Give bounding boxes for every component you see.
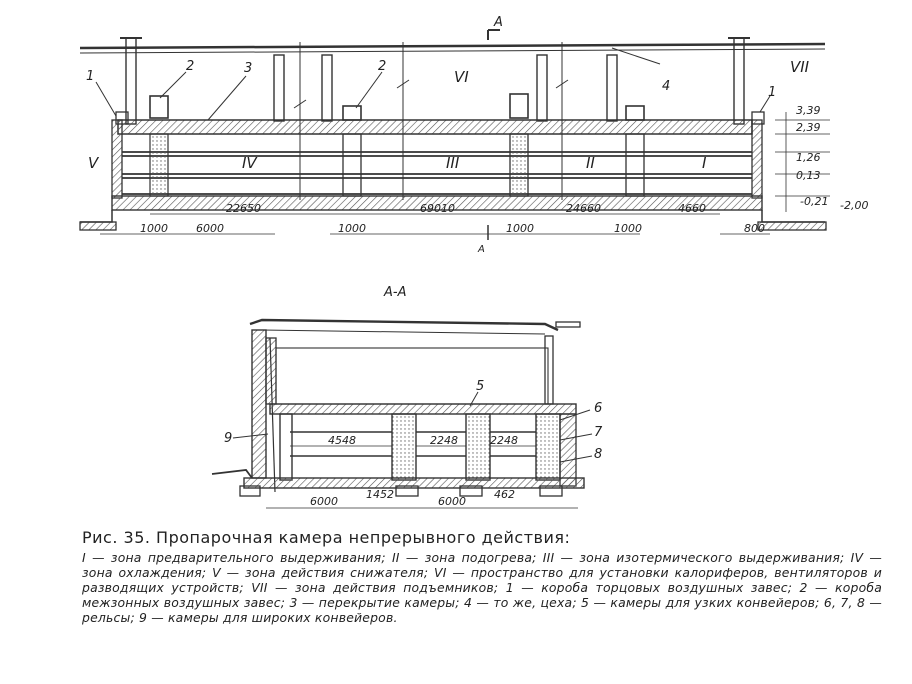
technical-drawing: A A 1 2 3 2 4 1 V VI VII IV III II I 3,3… — [79, 15, 868, 509]
label-zone-v: V — [88, 154, 100, 172]
cross-section-labels: A-A 5 6 7 8 9 4548 2248 2248 6000 1452 6… — [224, 285, 603, 508]
label-item-5: 5 — [476, 379, 484, 394]
shop-roof-line — [79, 42, 826, 50]
label-item-2-left: 2 — [186, 59, 194, 74]
dim-lower-6: 800 — [744, 222, 765, 235]
dim-inner-1: 4548 — [328, 434, 356, 447]
dim-bottom-3: 6000 — [438, 495, 466, 508]
label-item-6: 6 — [594, 401, 602, 416]
dim-upper-2: 69010 — [420, 202, 455, 215]
label-section-mark: A — [493, 15, 503, 30]
label-zone-ii: II — [586, 154, 595, 172]
level-2: 2,39 — [796, 121, 821, 134]
dim-inner-3: 2248 — [490, 434, 518, 447]
dim-upper-1: 22650 — [226, 202, 261, 215]
dim-bottom-2: 1452 — [366, 488, 394, 501]
label-item-1-right: 1 — [768, 85, 776, 100]
label-item-2-mid: 2 — [378, 59, 386, 74]
level-1: 3,39 — [796, 104, 821, 117]
section-left-wall — [251, 329, 267, 479]
label-section-mark-bottom: A — [477, 244, 485, 255]
dim-lower-2: 6000 — [196, 222, 224, 235]
chamber-floor — [111, 195, 763, 211]
air-curtain-box-mid3 — [625, 105, 645, 121]
level-5: -0,21 — [800, 195, 828, 208]
label-item-7: 7 — [594, 425, 603, 440]
label-zone-vii: VII — [790, 58, 810, 76]
dim-lower-4: 1000 — [506, 222, 534, 235]
chamber-roof-slab — [117, 119, 753, 135]
conveyor-tiers — [122, 151, 752, 195]
dim-bottom-4: 462 — [494, 488, 515, 501]
dim-bottom-1: 6000 — [310, 495, 338, 508]
label-item-8: 8 — [594, 447, 602, 462]
section-floor — [243, 477, 585, 489]
level-4: 0,13 — [796, 169, 821, 182]
cross-section — [211, 318, 593, 509]
level-3: 1,26 — [796, 151, 821, 164]
label-zone-iii: III — [446, 154, 460, 172]
dim-lower-3: 1000 — [338, 222, 366, 235]
dim-upper-4: 4660 — [678, 202, 706, 215]
label-zone-i: I — [702, 154, 707, 172]
label-item-3: 3 — [244, 61, 252, 76]
longitudinal-section-labels: A A 1 2 3 2 4 1 V VI VII IV III II I 3,3… — [86, 15, 868, 255]
section-conveyor-cells — [279, 413, 561, 481]
section-chamber-roof — [269, 403, 577, 415]
label-item-1-left: 1 — [86, 69, 94, 84]
dim-lower-5: 1000 — [614, 222, 642, 235]
dim-inner-2: 2248 — [430, 434, 458, 447]
section-title: A-A — [383, 285, 406, 300]
dim-lower-1: 1000 — [140, 222, 168, 235]
label-zone-iv: IV — [242, 154, 258, 172]
caption-body: I — зона предварительного выдерживания; … — [82, 550, 882, 625]
air-curtain-box-mid2 — [509, 93, 529, 119]
shop-roof-underline — [79, 48, 826, 54]
label-item-4: 4 — [662, 79, 670, 94]
label-zone-vi: VI — [454, 68, 469, 86]
air-curtain-box-mid1 — [342, 105, 362, 121]
air-curtain-box-left — [149, 95, 169, 119]
level-6: -2,00 — [840, 199, 868, 212]
longitudinal-section — [79, 29, 830, 240]
label-item-9: 9 — [224, 431, 232, 446]
caption-title: Рис. 35. Пропарочная камера непрерывного… — [82, 528, 571, 547]
figure-caption: Рис. 35. Пропарочная камера непрерывного… — [82, 528, 882, 625]
dim-upper-3: 24660 — [566, 202, 601, 215]
section-roof — [249, 318, 559, 332]
